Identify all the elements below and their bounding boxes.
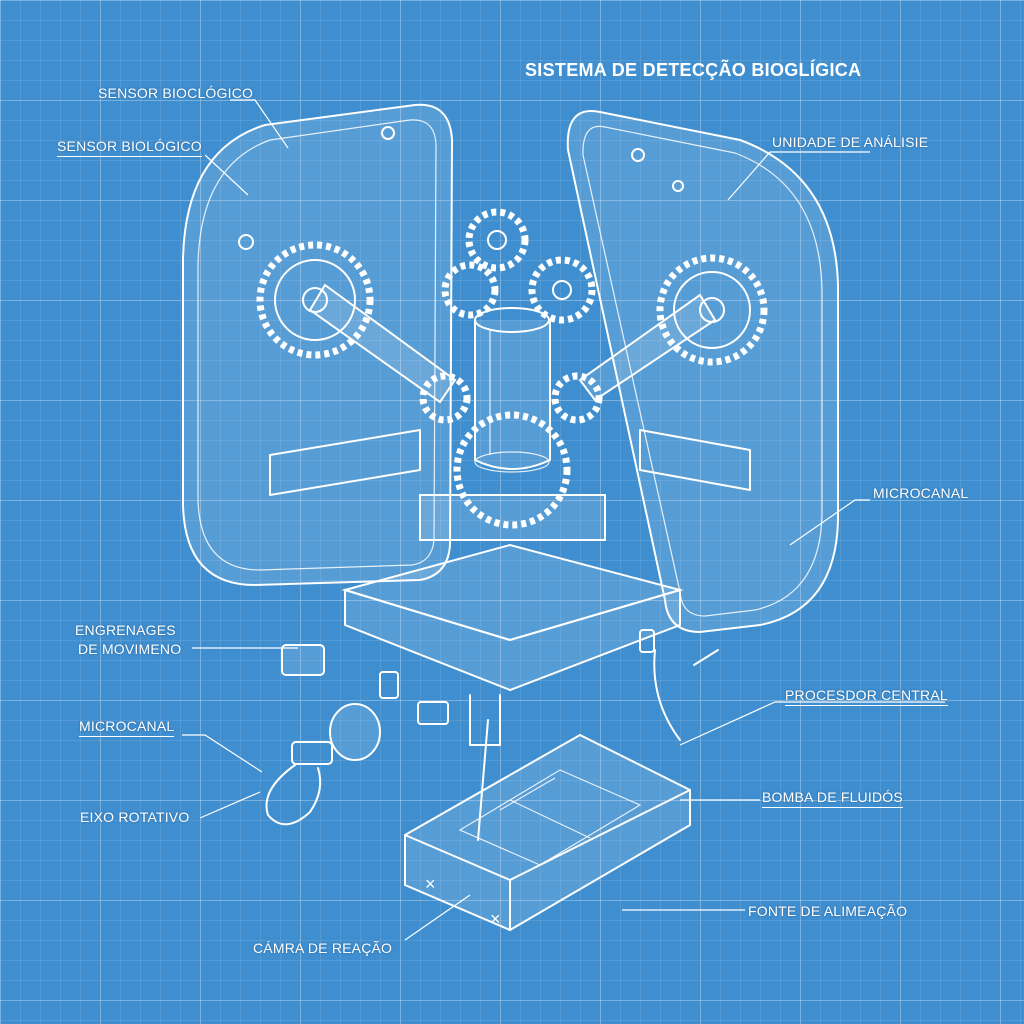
rotary-axis	[265, 703, 381, 826]
label-unidade-analise: UNIDADE DE ANÁLISIE	[772, 134, 929, 150]
label-engrenages-line2: DE MOVIMENO	[78, 641, 182, 657]
gears	[256, 208, 768, 529]
label-camra-reacao: CÁMRA DE REAÇÃO	[253, 940, 393, 956]
label-engrenages-line1: ENGRENAGES	[75, 622, 176, 638]
svg-text:×: ×	[425, 874, 436, 894]
leader-lines	[182, 99, 945, 941]
main-platform	[269, 429, 751, 692]
reaction-cylinder	[474, 307, 551, 473]
right-shell	[566, 110, 839, 634]
arms	[308, 283, 717, 404]
label-procesdor-central: PROCESDOR CENTRAL	[785, 686, 948, 706]
svg-text:×: ×	[490, 909, 501, 929]
label-eixo-rotativo: EIXO ROTATIVO	[80, 809, 190, 825]
label-sensor-bioclogico: SENSOR BIOCLÓGICO	[98, 85, 254, 101]
label-fonte-alimeacao: FONTE DE ALIMEAÇÃO	[748, 903, 908, 919]
power-base: × ×	[404, 733, 691, 932]
small-parts	[281, 629, 719, 841]
label-sensor-biologico: SENSOR BIOLÓGICO	[57, 137, 202, 157]
label-microcanal-left: MICROCANAL	[79, 717, 175, 737]
label-bomba-fluidos: BOMBA DE FLUIDÓS	[762, 788, 903, 808]
label-microcanal-right: MICROCANAL	[873, 485, 969, 501]
left-shell	[182, 103, 454, 587]
diagram-title: SISTEMA DE DETECÇÃO BIOGLÍGICA	[525, 60, 862, 80]
